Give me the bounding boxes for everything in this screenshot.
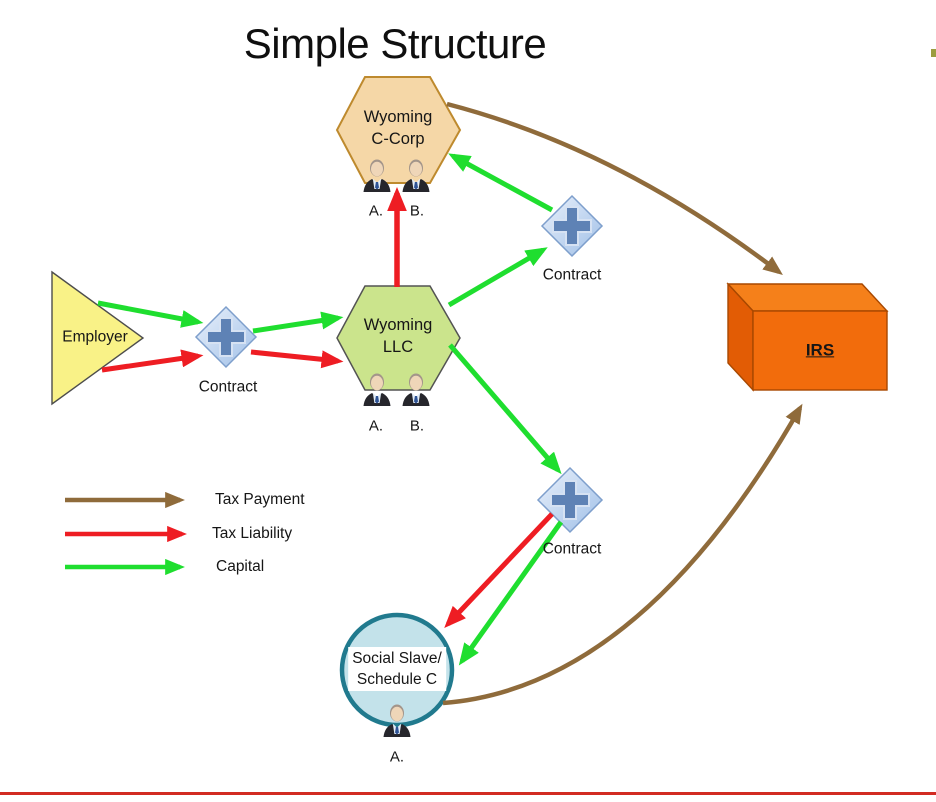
liability-arrow-employer-to-contract xyxy=(101,349,204,373)
capital-arrow-llc-to-lower-contract xyxy=(448,343,562,475)
capital-arrow-employer-to-contract xyxy=(97,300,204,328)
plus-icon xyxy=(552,206,592,246)
member-label-a: A. xyxy=(389,748,405,766)
capital-arrow-contract-to-social-slave xyxy=(458,520,564,666)
c-corp-label-line2: C-Corp xyxy=(371,130,425,148)
legend-label-capital: Capital xyxy=(216,558,265,575)
c-corp-label-line1: Wyoming xyxy=(363,108,433,126)
llc-label-line2: LLC xyxy=(382,338,414,356)
social-slave-label-line1: Social Slave/ xyxy=(352,650,442,667)
page-title: Simple Structure xyxy=(243,19,547,67)
llc-label-line1: Wyoming xyxy=(363,316,433,334)
plus-icon xyxy=(550,480,590,520)
irs-box-front-face xyxy=(752,310,888,391)
irs-label: IRS xyxy=(805,340,835,360)
member-label-b: B. xyxy=(409,202,425,220)
contract-label: Contract xyxy=(198,378,258,396)
irs-box-top-face xyxy=(726,283,889,312)
node-contract-left-diamond[interactable] xyxy=(194,305,258,369)
social-slave-label-line2: Schedule C xyxy=(356,671,438,688)
liability-arrow-contract-to-llc xyxy=(250,349,344,369)
member-label-a: A. xyxy=(368,202,384,220)
liability-arrow-contract-to-social-slave xyxy=(444,512,554,628)
capital-arrow-contract-to-c-corp xyxy=(448,153,554,213)
node-irs-box[interactable] xyxy=(726,282,889,392)
social-slave-label: Social Slave/ Schedule C xyxy=(348,647,446,691)
legend-label-tax-payment: Tax Payment xyxy=(215,491,305,508)
employer-label: Employer xyxy=(62,328,128,346)
node-wyoming-c-corp-hexagon[interactable] xyxy=(335,76,462,184)
node-contract-lower-diamond[interactable] xyxy=(536,466,604,534)
member-label-a: A. xyxy=(368,417,384,435)
node-wyoming-llc-hexagon[interactable] xyxy=(336,285,461,391)
contract-label: Contract xyxy=(542,540,602,558)
capital-arrow-llc-to-upper-contract xyxy=(447,247,548,308)
edge-mark xyxy=(931,49,936,57)
node-contract-upper-right-diamond[interactable] xyxy=(540,194,604,258)
capital-arrow-contract-to-llc xyxy=(252,311,344,334)
contract-label: Contract xyxy=(542,266,602,284)
plus-icon xyxy=(206,317,246,357)
member-label-b: B. xyxy=(409,417,425,435)
c-corp-label: Wyoming C-Corp xyxy=(364,106,433,150)
node-employer-triangle[interactable] xyxy=(51,270,145,406)
tax-payment-arc-c-corp-to-irs xyxy=(446,101,783,276)
bottom-red-line xyxy=(0,792,936,795)
llc-label: Wyoming LLC xyxy=(364,314,433,358)
tax-payment-arc-social-slave-to-irs xyxy=(442,403,803,706)
legend-label-tax-liability: Tax Liability xyxy=(212,525,293,542)
